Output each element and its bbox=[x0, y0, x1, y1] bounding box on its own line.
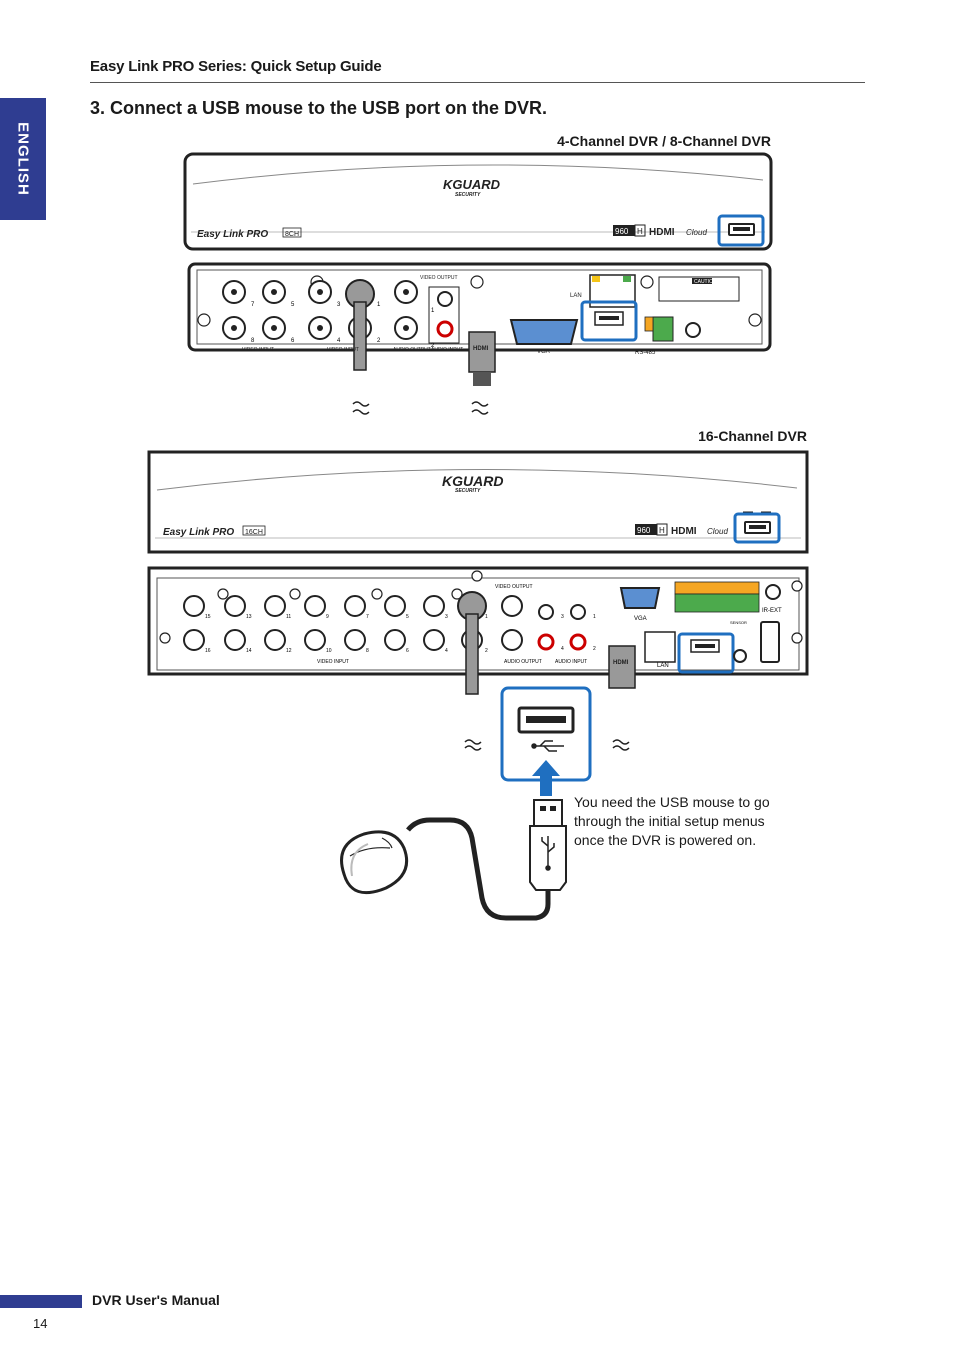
ch-num: 14 bbox=[246, 648, 252, 654]
brand-logo: KGUARD bbox=[442, 473, 503, 489]
audio-num: 2 bbox=[593, 646, 596, 652]
language-tab-label: ENGLISH bbox=[14, 122, 32, 196]
ch-num: 16 bbox=[205, 648, 211, 654]
page-number: 14 bbox=[33, 1316, 48, 1331]
ch-num: 11 bbox=[286, 614, 291, 620]
ir-ext-label: IR-EXT bbox=[762, 608, 782, 614]
ch-num: 7 bbox=[366, 614, 369, 620]
video-input-label-2: VIDEO INPUT bbox=[327, 347, 359, 353]
usb-port-highlight bbox=[733, 512, 781, 544]
footer-manual-title: DVR User's Manual bbox=[92, 1292, 220, 1308]
audio-num: 4 bbox=[561, 646, 564, 652]
hdmi-logo: HDMI bbox=[671, 526, 697, 537]
channel-count: 8CH bbox=[285, 231, 299, 238]
brand-logo: KGUARD bbox=[443, 177, 501, 192]
usb-port-highlight bbox=[717, 214, 765, 247]
model-name: Easy Link PRO bbox=[163, 527, 234, 538]
footer-accent-bar bbox=[0, 1295, 82, 1308]
usb-mouse-illustration bbox=[340, 799, 567, 921]
hdmi-logo: HDMI bbox=[649, 227, 675, 238]
hdmi-plug-label: HDMI bbox=[613, 660, 629, 666]
brand-logo-sub: SECURITY bbox=[455, 192, 481, 198]
ch-num: 8 bbox=[251, 338, 255, 344]
audio-num: 3 bbox=[561, 614, 564, 620]
cloud-logo: Cloud bbox=[686, 228, 707, 237]
video-input-label: VIDEO INPUT bbox=[317, 659, 349, 665]
usb-icon bbox=[531, 740, 564, 752]
dvr-8ch-rear-panel: HDMI CAUTION VIDEO OUTPUT VIDEO INPUT VI… bbox=[187, 262, 772, 415]
badge-h: H bbox=[637, 227, 643, 236]
vga-label: VGA bbox=[537, 349, 550, 355]
badge-h: H bbox=[659, 526, 665, 535]
audio-num: 1 bbox=[593, 614, 596, 620]
ch-num: 6 bbox=[291, 338, 295, 344]
insert-arrow-icon bbox=[532, 760, 560, 796]
ch-num: 3 bbox=[445, 614, 448, 620]
caution-label: CAUTION bbox=[694, 279, 717, 285]
hdmi-plug-label: HDMI bbox=[473, 346, 489, 352]
ch-num: 4 bbox=[337, 338, 341, 344]
badge-960: 960 bbox=[615, 227, 629, 236]
ch-num: 5 bbox=[291, 302, 295, 308]
usb-mouse-note: You need the USB mouse to go through the… bbox=[574, 794, 770, 848]
video-output-label: VIDEO OUTPUT bbox=[495, 584, 533, 590]
audio-num: 2 bbox=[431, 343, 435, 349]
ch-num: 13 bbox=[246, 614, 252, 620]
ch-num: 9 bbox=[326, 614, 329, 620]
vga-label: VGA bbox=[634, 616, 647, 622]
ch-num: 12 bbox=[286, 648, 292, 654]
mouse-icon bbox=[340, 830, 409, 895]
lan-label: LAN bbox=[570, 293, 582, 299]
audio-output-label: AUDIO OUTPUT bbox=[504, 659, 542, 665]
ch-num: 2 bbox=[485, 648, 488, 654]
cloud-logo: Cloud bbox=[707, 527, 728, 536]
lan-label: LAN bbox=[657, 663, 669, 669]
video-input-label-1: VIDEO INPUT bbox=[242, 347, 274, 353]
channel-count: 16CH bbox=[245, 529, 263, 536]
dvr-16ch-front-panel: KGUARD SECURITY Easy Link PRO 16CH 960 H… bbox=[147, 450, 809, 554]
header-rule bbox=[90, 82, 865, 83]
sensor-label: SENSOR bbox=[730, 620, 747, 625]
section-label-4-8ch: 4-Channel DVR / 8-Channel DVR bbox=[557, 133, 771, 149]
ch-num: 15 bbox=[205, 614, 211, 620]
language-tab: ENGLISH bbox=[0, 98, 46, 220]
rear-usb-port-highlight bbox=[580, 300, 638, 342]
ch-num: 6 bbox=[406, 648, 409, 654]
ch-num: 4 bbox=[445, 648, 448, 654]
running-header: Easy Link PRO Series: Quick Setup Guide bbox=[90, 58, 382, 75]
brand-logo-sub: SECURITY bbox=[455, 488, 481, 494]
ch-num: 10 bbox=[326, 648, 332, 654]
ch-num: 5 bbox=[406, 614, 409, 620]
audio-input-label: AUDIO INPUT bbox=[431, 347, 463, 353]
ch-num: 1 bbox=[377, 302, 381, 308]
ch-num: 8 bbox=[366, 648, 369, 654]
badge-960: 960 bbox=[637, 526, 651, 535]
video-output-label: VIDEO OUTPUT bbox=[420, 275, 458, 281]
model-name: Easy Link PRO bbox=[197, 229, 268, 240]
ch-num: 2 bbox=[377, 338, 381, 344]
ch-num: 7 bbox=[251, 302, 255, 308]
ch-num: 3 bbox=[337, 302, 341, 308]
step-title: 3. Connect a USB mouse to the USB port o… bbox=[90, 98, 548, 118]
ch-num: 1 bbox=[485, 614, 488, 620]
dvr-8ch-front-panel: KGUARD SECURITY Easy Link PRO 8CH 960 H … bbox=[183, 152, 773, 251]
audio-input-label: AUDIO INPUT bbox=[555, 659, 587, 665]
rs485-label: RS-485 bbox=[635, 350, 656, 356]
dvr-16ch-rear-panel: HDMI VIDEO OUTPUT VIDEO INPUT AUDIO OUTP… bbox=[147, 566, 809, 751]
usb-plug-icon bbox=[541, 836, 555, 871]
rear-usb-port-highlight bbox=[677, 632, 735, 674]
audio-output-label: AUDIO OUTPUT bbox=[393, 347, 431, 353]
section-label-16ch: 16-Channel DVR bbox=[698, 428, 807, 444]
audio-num: 1 bbox=[431, 308, 435, 314]
